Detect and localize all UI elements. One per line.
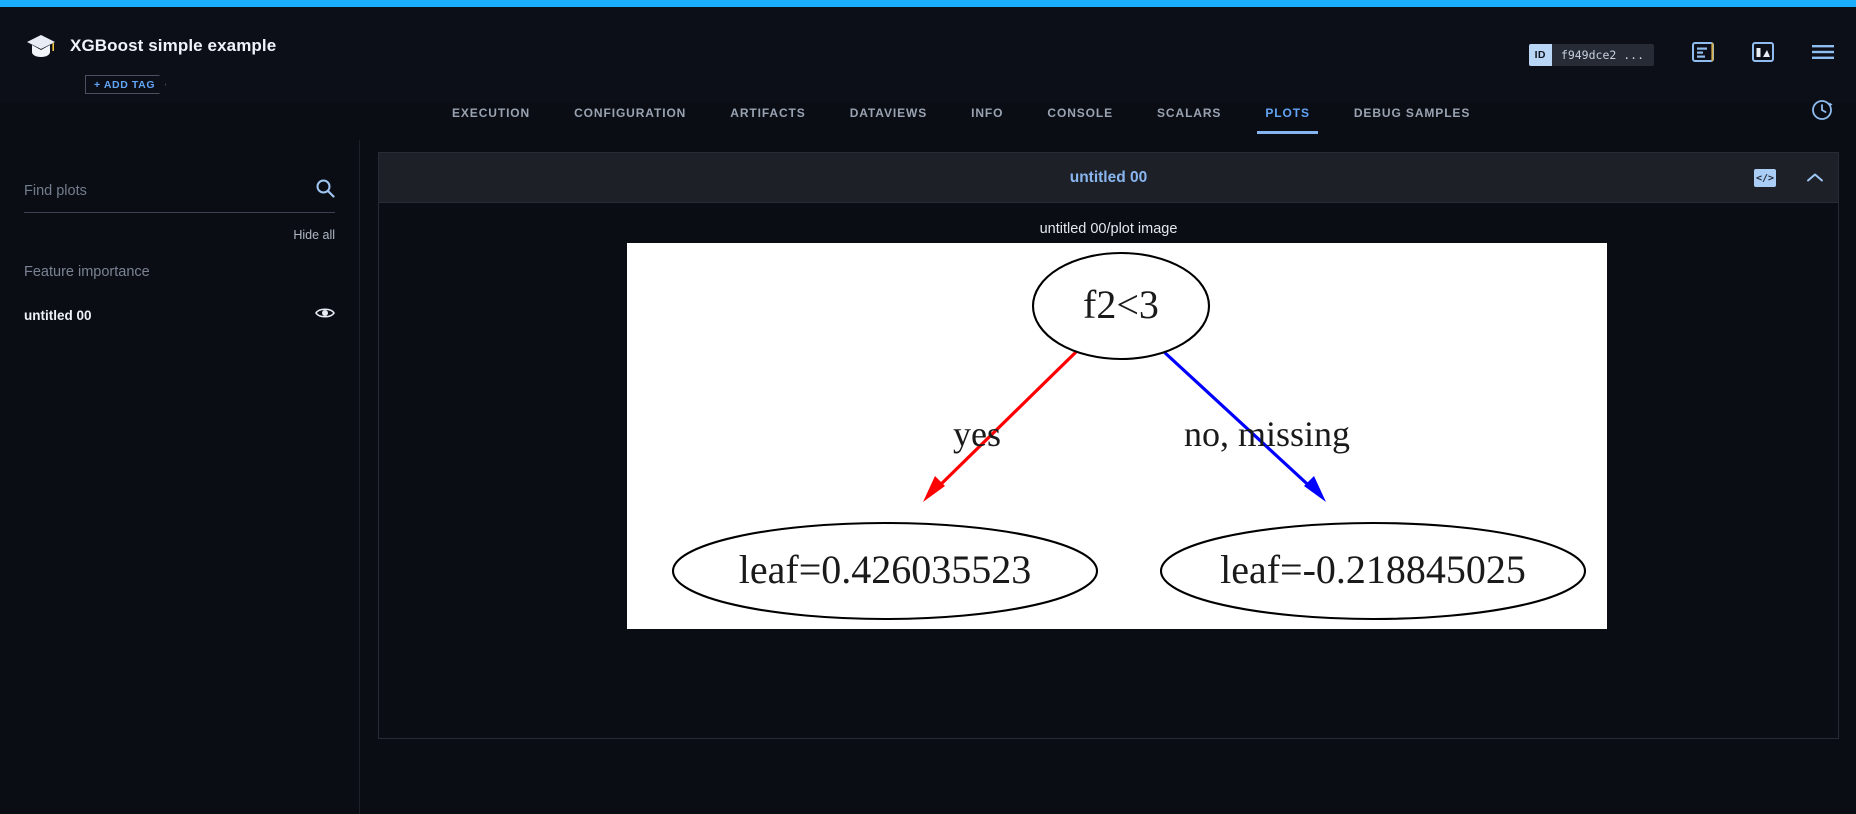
plot-body: untitled 00/plot image yes xyxy=(379,203,1838,738)
eye-icon[interactable] xyxy=(315,306,335,325)
tab-bar: EXECUTION CONFIGURATION ARTIFACTS DATAVI… xyxy=(0,92,1856,134)
hide-all-button[interactable]: Hide all xyxy=(293,228,335,242)
app-header: XGBoost simple example + ADD TAG ID f949… xyxy=(0,7,1856,102)
plot-image-title: untitled 00/plot image xyxy=(1039,221,1178,237)
main-content: untitled 00 </> untitled 00/plot image xyxy=(361,140,1856,814)
refresh-history-icon[interactable] xyxy=(1810,98,1834,127)
tab-info[interactable]: INFO xyxy=(971,106,1004,120)
id-chip-value: f949dce2 ... xyxy=(1560,47,1644,62)
tab-dataviews[interactable]: DATAVIEWS xyxy=(849,106,928,120)
tab-artifacts[interactable]: ARTIFACTS xyxy=(730,106,806,120)
plot-group-label: Feature importance xyxy=(24,264,150,280)
tree-node-left-leaf-label: leaf=0.426035523 xyxy=(739,547,1032,592)
tree-node-root: f2<3 xyxy=(1031,251,1211,361)
plot-card-header: untitled 00 </> xyxy=(379,153,1838,203)
tree-node-right-leaf: leaf=-0.218845025 xyxy=(1159,521,1587,621)
tree-node-right-leaf-label: leaf=-0.218845025 xyxy=(1220,547,1526,592)
tab-scalars[interactable]: SCALARS xyxy=(1157,106,1222,120)
tab-configuration[interactable]: CONFIGURATION xyxy=(574,106,687,120)
report-icon[interactable] xyxy=(1692,42,1714,67)
plot-image[interactable]: yes no, missing f2<3 leaf=0.426035523 xyxy=(627,243,1607,629)
tab-plots[interactable]: PLOTS xyxy=(1243,92,1332,134)
plot-card-actions: </> xyxy=(1754,153,1824,203)
list-item-label: untitled 00 xyxy=(24,308,92,323)
sidebar-item-untitled-00[interactable]: untitled 00 xyxy=(24,306,335,325)
plots-sidebar: Hide all Feature importance untitled 00 xyxy=(0,140,360,814)
header-actions: ID f949dce2 ... xyxy=(1528,42,1834,67)
id-chip-tag: ID xyxy=(1528,43,1552,66)
tab-console[interactable]: CONSOLE xyxy=(1047,106,1114,120)
tab-execution[interactable]: EXECUTION xyxy=(452,106,531,120)
add-tag-button[interactable]: + ADD TAG xyxy=(85,75,166,94)
body: Hide all Feature importance untitled 00 … xyxy=(0,140,1856,814)
graduation-cap-icon xyxy=(26,33,56,59)
edge-label-no-missing: no, missing xyxy=(1184,414,1350,454)
dashboard-icon[interactable] xyxy=(1752,42,1774,67)
plot-card-title: untitled 00 xyxy=(1069,168,1148,186)
search-row xyxy=(24,178,335,213)
search-input[interactable] xyxy=(24,182,315,199)
brand: XGBoost simple example xyxy=(26,33,276,59)
tree-node-left-leaf: leaf=0.426035523 xyxy=(671,521,1099,621)
tree-node-root-label: f2<3 xyxy=(1083,282,1159,327)
code-view-icon[interactable]: </> xyxy=(1754,169,1776,187)
hamburger-menu-icon[interactable] xyxy=(1812,44,1834,65)
edge-label-yes: yes xyxy=(953,414,1001,454)
search-icon[interactable] xyxy=(315,178,335,203)
chevron-up-icon[interactable] xyxy=(1806,172,1824,184)
edge-no-missing xyxy=(1161,349,1326,502)
plot-card: untitled 00 </> untitled 00/plot image xyxy=(378,152,1839,739)
edge-yes xyxy=(923,349,1079,502)
page-title: XGBoost simple example xyxy=(70,36,277,55)
tab-debug-samples[interactable]: DEBUG SAMPLES xyxy=(1353,106,1471,120)
task-id-chip[interactable]: ID f949dce2 ... xyxy=(1528,43,1654,66)
